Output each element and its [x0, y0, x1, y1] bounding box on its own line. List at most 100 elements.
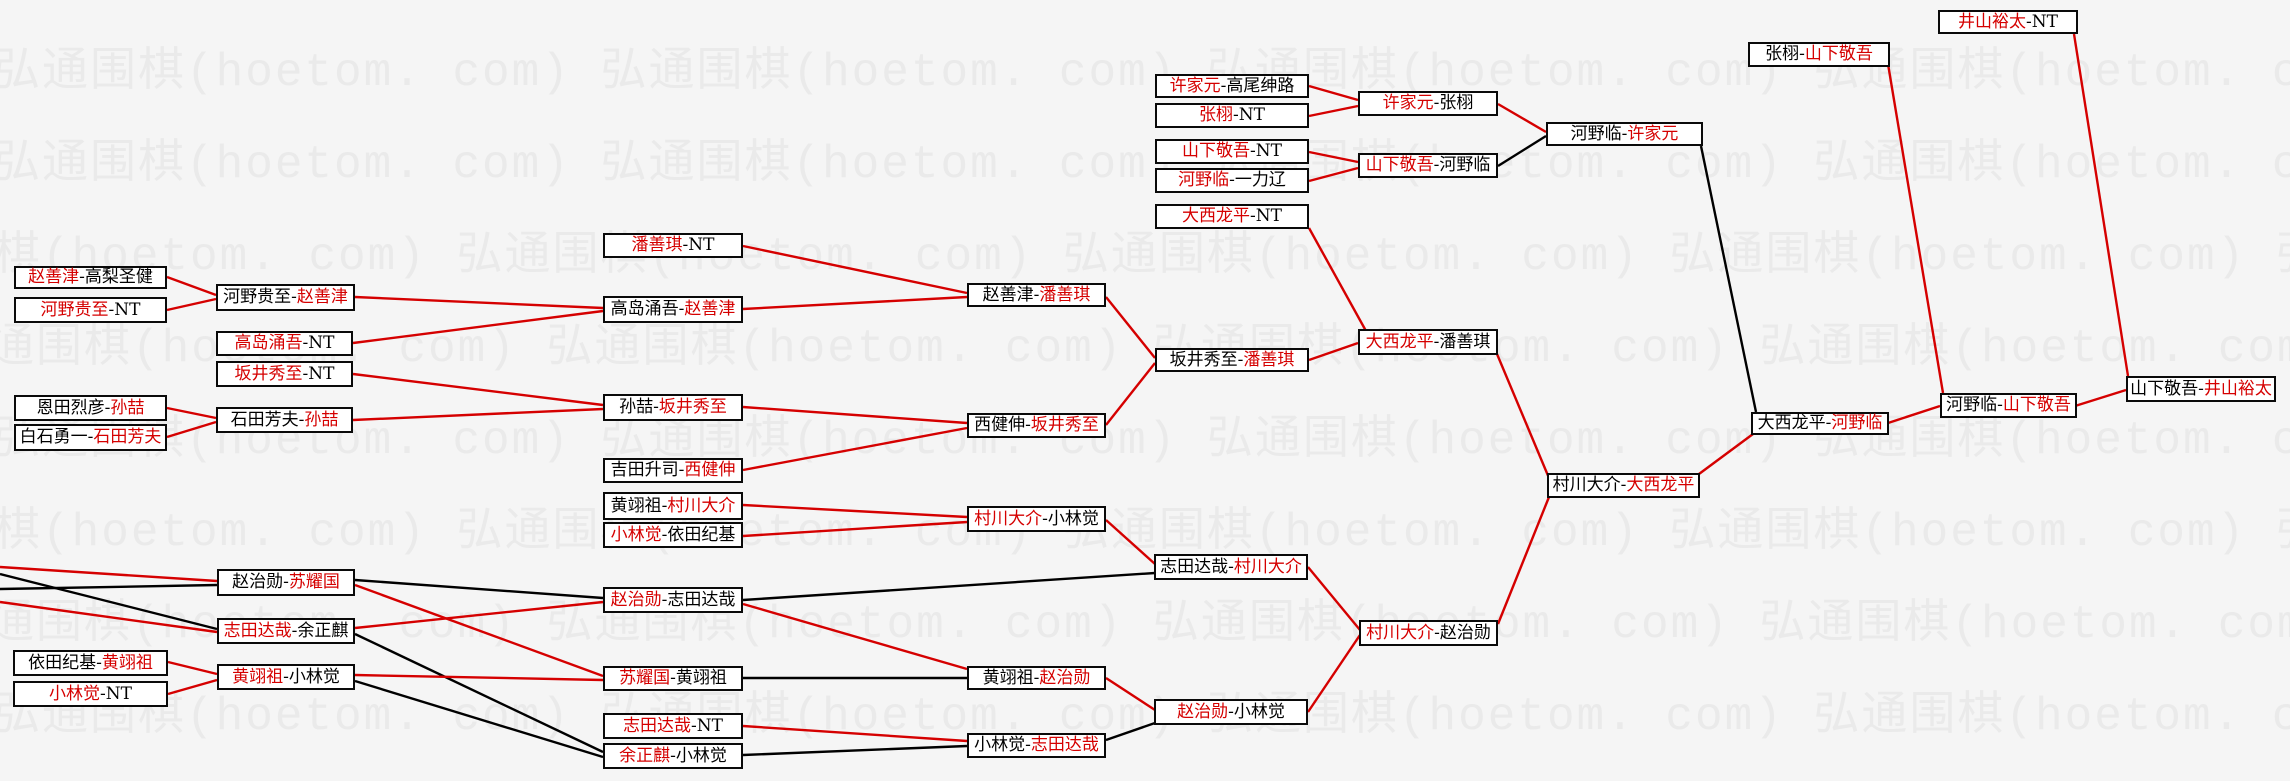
match-box-小林觉-依田纪基[interactable]: 小林觉-依田纪基: [603, 522, 743, 548]
player-name: 依田纪基: [28, 652, 97, 673]
match-box-张栩-NT[interactable]: 张栩-NT: [1155, 103, 1309, 128]
player-name: 赵治勋: [1177, 701, 1229, 722]
match-box-苏耀国-黄翊祖[interactable]: 苏耀国-黄翊祖: [603, 666, 743, 691]
match-box-赵善津-高梨圣健[interactable]: 赵善津-高梨圣健: [14, 266, 167, 289]
winner-path-line: [167, 660, 218, 676]
player-name: 村川大介: [1233, 556, 1302, 577]
winner-path-line: [742, 295, 968, 311]
match-box-坂井秀至-潘善琪[interactable]: 坂井秀至-潘善琪: [1155, 348, 1309, 372]
match-box-余正麒-小林觉[interactable]: 余正麒-小林觉: [603, 743, 743, 769]
loser-path-line: [1105, 721, 1156, 742]
match-box-大西龙平-NT[interactable]: 大西龙平-NT: [1155, 204, 1309, 229]
match-box-河野贵至-赵善津[interactable]: 河野贵至-赵善津: [216, 284, 355, 311]
match-box-黄翊祖-村川大介[interactable]: 黄翊祖-村川大介: [603, 492, 743, 520]
player-name: 河野贵至: [40, 299, 109, 320]
match-box-山下敬吾-河野临[interactable]: 山下敬吾-河野临: [1358, 153, 1498, 178]
match-box-大西龙平-潘善琪[interactable]: 大西龙平-潘善琪: [1358, 329, 1498, 355]
match-box-吉田升司-西健伸[interactable]: 吉田升司-西健伸: [603, 458, 743, 483]
player-name: 山下敬吾: [1804, 44, 1873, 64]
winner-path-line: [1886, 63, 1945, 394]
match-box-井山裕太-NT[interactable]: 井山裕太-NT: [1938, 10, 2078, 34]
winner-path-line: [1105, 519, 1156, 565]
match-box-高岛涌吾-赵善津[interactable]: 高岛涌吾-赵善津: [603, 296, 743, 323]
winner-path-line: [352, 309, 604, 345]
vs-separator: -: [1229, 170, 1235, 190]
match-box-河野临-山下敬吾[interactable]: 河野临-山下敬吾: [1940, 393, 2077, 418]
match-box-志田达哉-NT[interactable]: 志田达哉-NT: [603, 713, 743, 739]
player-name: 小林觉: [675, 745, 727, 766]
vs-separator: -: [1250, 206, 1256, 226]
match-box-张栩-山下敬吾[interactable]: 张栩-山下敬吾: [1748, 42, 1890, 67]
player-name: 余正麒: [619, 745, 671, 766]
vs-separator: -: [2198, 378, 2204, 399]
match-box-村川大介-大西龙平[interactable]: 村川大介-大西龙平: [1547, 473, 1700, 498]
watermark-text: 弘通围棋(hoetom. com) 弘通围棋(hoetom. com) 弘通围棋…: [0, 691, 2290, 743]
match-box-依田纪基-黄翊祖[interactable]: 依田纪基-黄翊祖: [13, 650, 168, 676]
vs-separator: -: [100, 683, 106, 704]
player-name: 村川大介: [1366, 622, 1435, 643]
winner-path-line: [166, 420, 217, 439]
vs-separator: -: [1237, 349, 1244, 370]
match-box-赵治勋-志田达哉[interactable]: 赵治勋-志田达哉: [603, 587, 743, 613]
match-box-恩田烈彦-孙喆[interactable]: 恩田烈彦-孙喆: [14, 395, 167, 421]
vs-separator: -: [1433, 155, 1440, 175]
vs-separator: -: [670, 668, 676, 688]
match-box-赵治勋-小林觉[interactable]: 赵治勋-小林觉: [1154, 699, 1308, 725]
match-box-河野临-一力辽[interactable]: 河野临-一力辽: [1155, 168, 1309, 193]
match-box-许家元-高尾绅路[interactable]: 许家元-高尾绅路: [1155, 74, 1309, 98]
winner-path-line: [1496, 496, 1551, 625]
player-name: 孙喆: [619, 397, 654, 417]
match-box-河野贵至-NT[interactable]: 河野贵至-NT: [14, 297, 167, 323]
vs-separator: -: [691, 715, 697, 736]
player-name: 赵善津: [28, 267, 80, 287]
match-box-孙喆-坂井秀至[interactable]: 孙喆-坂井秀至: [603, 394, 743, 421]
match-box-赵善津-潘善琪[interactable]: 赵善津-潘善琪: [967, 283, 1106, 307]
match-box-山下敬吾-NT[interactable]: 山下敬吾-NT: [1155, 139, 1309, 164]
vs-separator: -: [678, 460, 685, 480]
vs-separator: -: [1220, 75, 1227, 96]
player-name: 高梨圣健: [84, 267, 153, 287]
match-box-西健伸-坂井秀至[interactable]: 西健伸-坂井秀至: [967, 413, 1106, 438]
player-name: 小林觉: [610, 524, 662, 545]
player-name: 孙喆: [304, 409, 339, 430]
match-box-潘善琪-NT[interactable]: 潘善琪-NT: [603, 233, 743, 258]
player-name: 赵善津: [982, 284, 1034, 305]
match-box-小林觉-志田达哉[interactable]: 小林觉-志田达哉: [967, 733, 1106, 758]
match-box-村川大介-小林觉[interactable]: 村川大介-小林觉: [967, 506, 1106, 532]
vs-separator: -: [1025, 735, 1031, 755]
winner-path-line: [352, 372, 604, 407]
match-box-白石勇一-石田芳夫[interactable]: 白石勇一-石田芳夫: [14, 424, 167, 451]
vs-separator: -: [1434, 622, 1440, 643]
match-box-高岛涌吾-NT[interactable]: 高岛涌吾-NT: [216, 331, 353, 356]
player-name: 村川大介: [1552, 475, 1621, 495]
match-box-村川大介-赵治勋[interactable]: 村川大介-赵治勋: [1359, 620, 1498, 646]
loser-path-line: [1699, 145, 1758, 413]
player-name: 坂井秀至: [1169, 349, 1238, 370]
watermark-text: 弘通围棋(hoetom. com) 弘通围棋(hoetom. com) 弘通围棋…: [0, 507, 2290, 559]
match-box-许家元-张栩[interactable]: 许家元-张栩: [1358, 91, 1498, 116]
match-box-大西龙平-河野临[interactable]: 大西龙平-河野临: [1751, 412, 1889, 435]
vs-separator: -: [1033, 284, 1040, 305]
match-box-志田达哉-余正麒[interactable]: 志田达哉-余正麒: [217, 618, 355, 644]
match-box-山下敬吾-井山裕太[interactable]: 山下敬吾-井山裕太: [2126, 376, 2276, 402]
player-name: 依田纪基: [667, 524, 736, 545]
match-box-志田达哉-村川大介[interactable]: 志田达哉-村川大介: [1154, 554, 1308, 580]
match-box-黄翊祖-小林觉[interactable]: 黄翊祖-小林觉: [217, 664, 355, 690]
player-name: NT: [696, 715, 723, 736]
player-name: NT: [1238, 105, 1265, 125]
vs-separator: -: [291, 287, 297, 307]
match-box-小林觉-NT[interactable]: 小林觉-NT: [13, 681, 168, 707]
winner-path-line: [166, 275, 217, 297]
match-box-石田芳夫-孙喆[interactable]: 石田芳夫-孙喆: [216, 407, 353, 433]
vs-separator: -: [682, 235, 689, 255]
player-name: 黄翊祖: [675, 668, 727, 688]
vs-separator: -: [670, 745, 676, 766]
match-box-赵治勋-苏耀国[interactable]: 赵治勋-苏耀国: [217, 569, 355, 596]
match-box-河野临-许家元[interactable]: 河野临-许家元: [1546, 122, 1703, 146]
winner-path-line: [2074, 388, 2127, 408]
winner-path-line: [742, 244, 968, 295]
match-box-坂井秀至-NT[interactable]: 坂井秀至-NT: [216, 361, 353, 387]
match-box-黄翊祖-赵治勋[interactable]: 黄翊祖-赵治勋: [967, 666, 1106, 690]
watermark-text: 弘通围棋(hoetom. com) 弘通围棋(hoetom. com) 弘通围棋…: [0, 47, 2290, 99]
player-name: 余正麒: [297, 620, 349, 641]
